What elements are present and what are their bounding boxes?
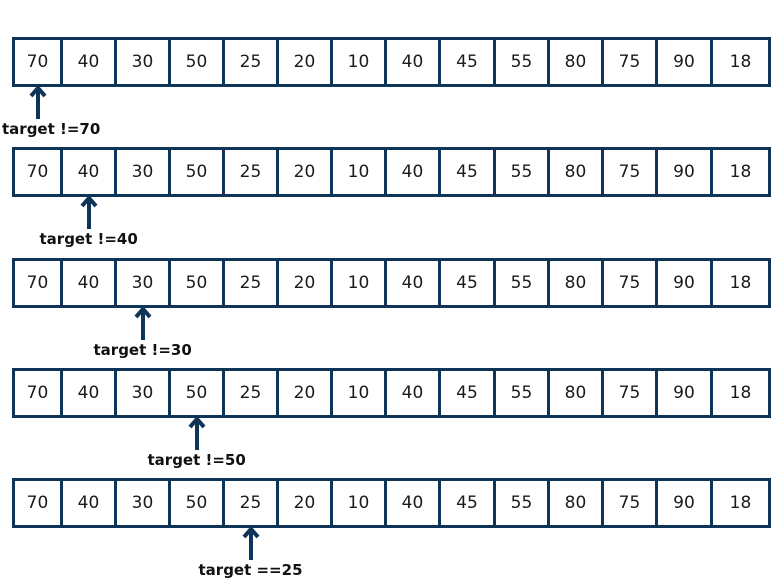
array-cell: 40: [60, 150, 114, 194]
array-cell: 10: [330, 261, 384, 305]
array-cell: 50: [168, 40, 222, 84]
array-cell: 90: [655, 261, 710, 305]
array-cell: 45: [438, 40, 493, 84]
array-cell: 25: [222, 40, 276, 84]
comparison-label: target !=30: [93, 341, 192, 359]
array-cell: 55: [493, 481, 547, 525]
array-cell: 55: [493, 150, 547, 194]
array-cell: 40: [384, 40, 438, 84]
array-cell: 20: [276, 371, 330, 415]
array-cell: 70: [26, 273, 49, 293]
array-cell: 40: [384, 371, 438, 415]
array-cell: 45: [438, 371, 493, 415]
array-cell: 75: [601, 371, 655, 415]
comparison-label: target !=70: [2, 120, 101, 138]
array-cell: 10: [330, 40, 384, 84]
array-cell: 40: [384, 261, 438, 305]
array-cell: 75: [601, 40, 655, 84]
pointer-arrow-icon: [28, 85, 47, 119]
pointer-arrow-icon: [241, 526, 260, 560]
array-cell: 80: [547, 261, 601, 305]
comparison-label: target ==25: [198, 561, 303, 579]
array-cell: 50: [168, 261, 222, 305]
array-cell: 18: [710, 261, 768, 305]
array-cell: 80: [547, 481, 601, 525]
array-cell: 70: [26, 493, 49, 513]
array-cell: 40: [60, 371, 114, 415]
array-cell: 18: [710, 371, 768, 415]
comparison-label: target !=40: [39, 230, 138, 248]
pointer-arrow-icon: [187, 416, 206, 450]
array-cell: 70: [26, 162, 49, 182]
array-cell: 90: [655, 371, 710, 415]
array-cell: 30: [114, 371, 168, 415]
array-cell: 10: [330, 371, 384, 415]
array-cell: 30: [114, 40, 168, 84]
array-cell: 80: [547, 150, 601, 194]
array-cell: 90: [655, 40, 710, 84]
array-cell: 20: [276, 261, 330, 305]
array-cell: 30: [114, 261, 168, 305]
array-cell: 50: [168, 371, 222, 415]
pointer-arrow-icon: [79, 195, 98, 229]
array-cell: 80: [547, 371, 601, 415]
array-cell: 75: [601, 481, 655, 525]
array-cell: 30: [114, 150, 168, 194]
array-cell: 70: [26, 383, 49, 403]
array-cell: 40: [384, 481, 438, 525]
array-cell: 25: [222, 261, 276, 305]
comparison-label: target !=50: [147, 451, 246, 469]
pointer-arrow-icon: [133, 306, 152, 340]
array-cell: 55: [493, 40, 547, 84]
array-cell: 30: [114, 481, 168, 525]
array-cell: 18: [710, 40, 768, 84]
array-cell: 25: [222, 371, 276, 415]
array-cell: 25: [222, 481, 276, 525]
array-cell: 40: [60, 40, 114, 84]
array-cell: 45: [438, 261, 493, 305]
array-cell: 40: [384, 150, 438, 194]
array-cell: 20: [276, 481, 330, 525]
array-cell: 70: [26, 52, 49, 72]
array-cell: 25: [222, 150, 276, 194]
array-cell: 18: [710, 481, 768, 525]
array-cell: 90: [655, 481, 710, 525]
array-cell: 45: [438, 481, 493, 525]
array-cell: 90: [655, 150, 710, 194]
array-cell: 10: [330, 150, 384, 194]
array-cell: 80: [547, 40, 601, 84]
array-cell: 45: [438, 150, 493, 194]
array-cell: 75: [601, 150, 655, 194]
array-cell: 55: [493, 371, 547, 415]
array-cell: 10: [330, 481, 384, 525]
array-cell: 40: [60, 481, 114, 525]
array-cell: 20: [276, 40, 330, 84]
array-cell: 18: [710, 150, 768, 194]
array-cell: 75: [601, 261, 655, 305]
array-cell: 50: [168, 481, 222, 525]
array-cell: 55: [493, 261, 547, 305]
array-cell: 50: [168, 150, 222, 194]
array-cell: 20: [276, 150, 330, 194]
array-cell: 40: [60, 261, 114, 305]
